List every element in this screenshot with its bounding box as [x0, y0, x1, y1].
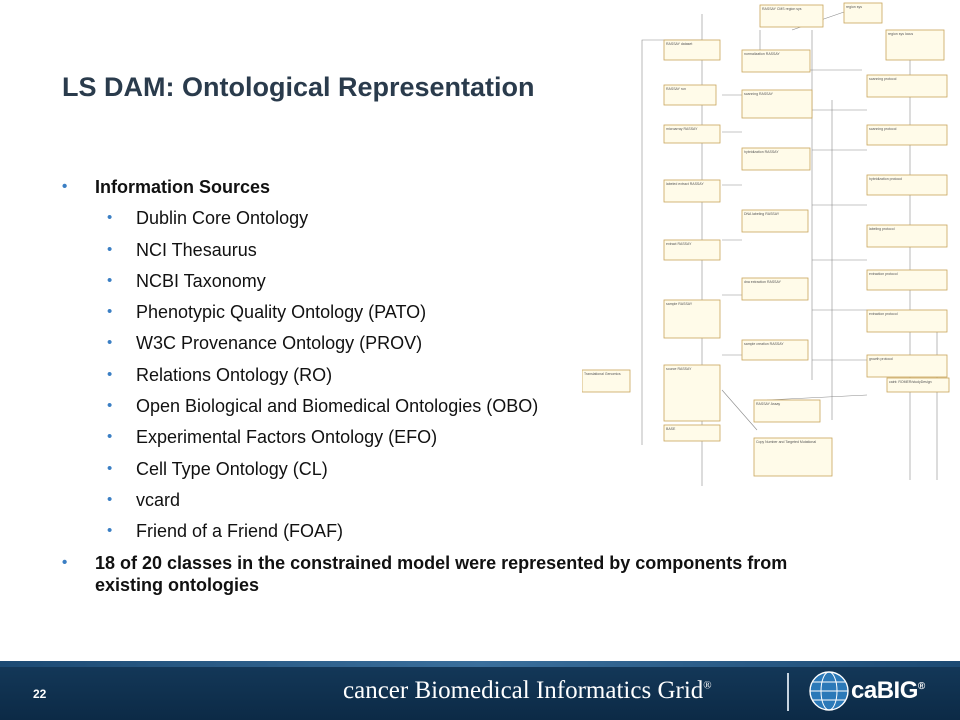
svg-text:growth protocol: growth protocol	[869, 357, 893, 361]
bullet-marker: •	[62, 553, 68, 571]
summary-text: 18 of 20 classes in the constrained mode…	[95, 552, 788, 595]
source-item: Cell Type Ontology (CL)	[136, 458, 328, 479]
source-item: vcard	[136, 489, 181, 510]
list-item: • Cell Type Ontology (CL)	[62, 458, 842, 480]
svg-text:microarray RASSAY: microarray RASSAY	[666, 127, 698, 131]
svg-text:labeling protocol: labeling protocol	[869, 227, 895, 231]
source-item: Experimental Factors Ontology (EFO)	[136, 427, 438, 448]
globe-logo-icon	[809, 671, 849, 711]
bullet-marker: •	[107, 209, 113, 227]
svg-text:extraction protocol: extraction protocol	[869, 272, 898, 276]
list-item: • W3C Provenance Ontology (PROV)	[62, 332, 842, 354]
svg-text:Copy Number and Targeted Mutat: Copy Number and Targeted Mutational	[756, 440, 816, 444]
bullet-heading-text: Information Sources	[95, 177, 271, 197]
svg-text:DNA labeling RASSAY: DNA labeling RASSAY	[744, 212, 780, 216]
svg-text:Translational Genomics: Translational Genomics	[584, 372, 621, 376]
brand-text: cancer Biomedical Informatics Grid	[343, 677, 704, 704]
source-item: Relations Ontology (RO)	[136, 364, 333, 385]
svg-text:source RASSAY: source RASSAY	[666, 367, 692, 371]
list-item: • Dublin Core Ontology	[62, 207, 842, 229]
svg-text:labeled extract RASSAY: labeled extract RASSAY	[666, 182, 704, 186]
list-item: • Open Biological and Biomedical Ontologi…	[62, 395, 842, 417]
svg-text:RASSAY Assay: RASSAY Assay	[756, 402, 780, 406]
footer-divider	[787, 673, 789, 711]
logo-text: caBIG	[851, 677, 918, 704]
svg-text:region sys: region sys	[846, 5, 862, 9]
bullet-heading: • Information Sources	[62, 176, 842, 198]
svg-text:scanning protocol: scanning protocol	[869, 77, 897, 81]
bullet-marker: •	[62, 178, 68, 195]
source-item: Dublin Core Ontology	[136, 208, 309, 229]
list-item: • Friend of a Friend (FOAF)	[62, 520, 842, 542]
bullet-marker: •	[107, 459, 113, 477]
svg-text:dna extraction RASSAY: dna extraction RASSAY	[744, 280, 782, 284]
list-item: • Relations Ontology (RO)	[62, 364, 842, 386]
svg-text:extract RASSAY: extract RASSAY	[666, 242, 692, 246]
svg-text:scanning RASSAY: scanning RASSAY	[744, 92, 774, 96]
svg-text:BASE: BASE	[666, 427, 676, 431]
bullet-marker: •	[107, 522, 113, 540]
source-item: W3C Provenance Ontology (PROV)	[136, 333, 423, 354]
source-item: NCI Thesaurus	[136, 239, 257, 260]
footer-bar: 22 cancer Biomedical Informatics Grid® c…	[0, 661, 960, 720]
bullet-marker: •	[107, 365, 113, 383]
svg-text:extraction protocol: extraction protocol	[869, 312, 898, 316]
list-item: • NCBI Taxonomy	[62, 270, 842, 292]
svg-text:sample creation RASSAY: sample creation RASSAY	[744, 342, 784, 346]
list-item: • vcard	[62, 489, 842, 511]
svg-text:RASSAY CMS region sys: RASSAY CMS region sys	[762, 7, 802, 11]
svg-text:region sys locus: region sys locus	[888, 32, 913, 36]
brand-name: cancer Biomedical Informatics Grid®	[343, 677, 712, 705]
cabig-logo: caBIG®	[851, 677, 925, 705]
bullet-marker: •	[107, 397, 113, 415]
source-item: Phenotypic Quality Ontology (PATO)	[136, 302, 427, 323]
slide-title: LS DAM: Ontological Representation	[62, 72, 535, 102]
source-item: Open Biological and Biomedical Ontologie…	[136, 396, 539, 417]
svg-text:caint: ROMER/studyDesign: caint: ROMER/studyDesign	[889, 380, 932, 384]
bullet-marker: •	[107, 240, 113, 258]
svg-text:hybridization RASSAY: hybridization RASSAY	[744, 150, 779, 154]
svg-text:RASSAY run: RASSAY run	[666, 87, 686, 91]
list-item: • Experimental Factors Ontology (EFO)	[62, 426, 842, 448]
registered-mark: ®	[703, 679, 712, 692]
footer-accent-band	[0, 661, 960, 667]
bullet-marker: •	[107, 428, 113, 446]
bullet-marker: •	[107, 303, 113, 321]
list-item: • NCI Thesaurus	[62, 239, 842, 261]
source-item: Friend of a Friend (FOAF)	[136, 521, 344, 542]
svg-text:normalization RASSAY: normalization RASSAY	[744, 52, 780, 56]
bullet-marker: •	[107, 334, 113, 352]
ontology-class-diagram: RASSAY CMS region sys region sys region …	[582, 2, 950, 486]
svg-text:RASSAY dataset: RASSAY dataset	[666, 42, 692, 46]
svg-text:scanning protocol: scanning protocol	[869, 127, 897, 131]
svg-text:hybridization protocol: hybridization protocol	[869, 177, 902, 181]
list-item: • Phenotypic Quality Ontology (PATO)	[62, 301, 842, 323]
bullet-list: • Information Sources • Dublin Core Ontolo…	[62, 176, 842, 605]
bullet-marker: •	[107, 271, 113, 289]
logo-registered-mark: ®	[917, 681, 925, 692]
svg-text:sample RASSAY: sample RASSAY	[666, 302, 693, 306]
summary-bullet: • 18 of 20 classes in the constrained mod…	[62, 552, 842, 596]
bullet-marker: •	[107, 490, 113, 508]
page-number: 22	[33, 687, 47, 701]
source-item: NCBI Taxonomy	[136, 270, 266, 291]
